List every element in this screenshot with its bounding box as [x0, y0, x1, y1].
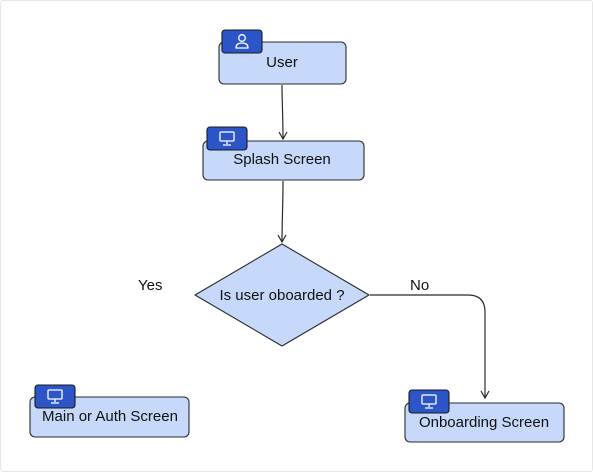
edge-decision-to-onboarding — [370, 294, 490, 400]
node-user[interactable]: User — [218, 29, 347, 85]
monitor-icon — [34, 384, 76, 409]
edge-label-no: No — [410, 277, 429, 294]
node-user-label: User — [266, 54, 298, 71]
user-icon — [221, 29, 263, 54]
node-onboarding[interactable]: Onboarding Screen — [404, 389, 565, 443]
node-decision-label: Is user oboarded ? — [219, 287, 344, 304]
node-decision-diamond — [194, 243, 370, 347]
node-splash-box — [202, 140, 365, 181]
node-main-auth-label: Main or Auth Screen — [42, 408, 178, 425]
node-onboarding-label: Onboarding Screen — [419, 414, 549, 431]
node-decision[interactable]: Is user oboarded ? — [194, 243, 370, 347]
node-splash[interactable]: Splash Screen — [202, 126, 365, 181]
edge-label-yes: Yes — [138, 277, 162, 294]
edge-splash-to-decision — [277, 180, 287, 244]
node-splash-label: Splash Screen — [233, 151, 331, 168]
node-main-auth[interactable]: Main or Auth Screen — [29, 384, 190, 438]
monitor-icon — [408, 389, 450, 414]
edge-user-to-splash — [278, 84, 288, 141]
monitor-icon — [206, 126, 248, 151]
